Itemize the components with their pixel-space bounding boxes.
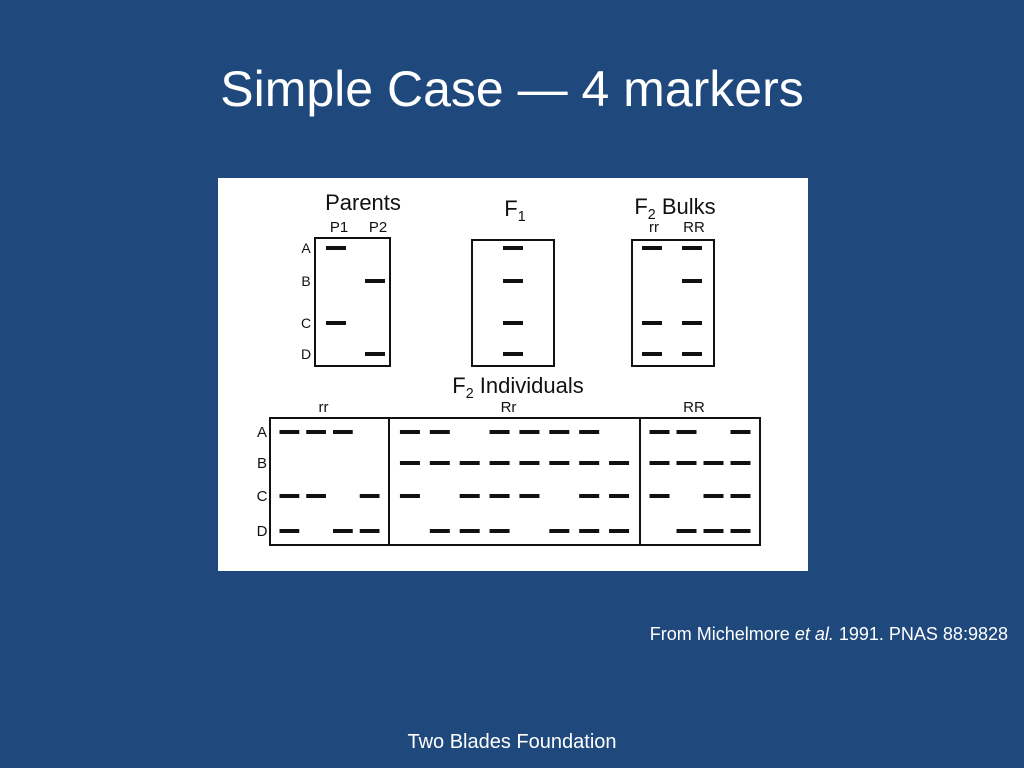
individual-band: [579, 461, 600, 465]
individual-band: [649, 430, 670, 434]
citation-italic: et al.: [794, 624, 834, 644]
bulk-band: [682, 321, 702, 325]
f1-band: [503, 321, 523, 325]
individual-band: [429, 529, 450, 533]
bulk-lane-label-rr: rr: [649, 219, 659, 236]
individual-band: [359, 494, 380, 498]
individual-band: [549, 529, 570, 533]
bulk-band: [642, 246, 662, 250]
individual-band: [306, 430, 326, 434]
individual-band: [279, 529, 300, 533]
parent-band: [365, 352, 385, 356]
individual-band: [609, 494, 630, 498]
footer: Two Blades Foundation: [407, 731, 617, 753]
parents-box: [314, 237, 391, 367]
individual-band: [703, 529, 724, 533]
individual-band: [359, 529, 380, 533]
bulk-band: [682, 246, 702, 250]
individual-band: [489, 529, 510, 533]
parent-band: [326, 321, 346, 325]
f1-band: [503, 279, 523, 283]
individual-band: [489, 494, 510, 498]
individual-band: [519, 461, 540, 465]
f2-bulks-title: F2 Bulks: [634, 194, 715, 223]
individual-band: [489, 430, 510, 434]
parent-lane-label-p1: P1: [330, 219, 348, 236]
group-label-rr: rr: [319, 399, 329, 416]
f2-individuals-box: [269, 417, 761, 546]
individual-band: [399, 430, 420, 434]
marker-label-a: A: [301, 240, 311, 256]
individual-band: [489, 461, 510, 465]
individual-band: [649, 494, 670, 498]
individual-band: [703, 461, 724, 465]
individual-band: [579, 529, 600, 533]
individual-band: [519, 430, 540, 434]
individual-band: [306, 494, 326, 498]
citation-prefix: From Michelmore: [649, 624, 795, 644]
f1-box: [471, 239, 555, 367]
individual-band: [609, 529, 630, 533]
slide-title: Simple Case — 4 markers: [220, 61, 804, 117]
bulk-band: [642, 321, 662, 325]
individual-marker-label-a: A: [257, 424, 267, 441]
individual-band: [609, 461, 630, 465]
citation-suffix: 1991. PNAS 88:9828: [833, 624, 1008, 644]
individual-band: [549, 430, 570, 434]
individual-band: [579, 430, 600, 434]
bulk-band: [642, 352, 662, 356]
individual-band: [676, 529, 697, 533]
individual-marker-label-c: C: [257, 488, 268, 505]
individual-band: [333, 430, 353, 434]
individual-marker-label-d: D: [257, 523, 268, 540]
parents-title: Parents: [325, 190, 401, 215]
individual-band: [579, 494, 600, 498]
individual-band: [703, 494, 724, 498]
citation: From Michelmore et al. 1991. PNAS 88:982…: [650, 624, 1008, 645]
parent-band: [326, 246, 346, 250]
individual-band: [279, 430, 300, 434]
individual-band: [399, 494, 420, 498]
bulk-band: [682, 279, 702, 283]
f2-bulks-box: [631, 239, 715, 367]
individual-band: [730, 494, 751, 498]
individual-band: [279, 494, 300, 498]
individual-band: [429, 461, 450, 465]
individual-band: [459, 461, 480, 465]
individual-band: [549, 461, 570, 465]
group-label-rr: RR: [683, 399, 705, 416]
group-label-rr: Rr: [501, 399, 517, 416]
individual-band: [649, 461, 670, 465]
individual-band: [676, 461, 697, 465]
bulk-lane-label-rr: RR: [683, 219, 705, 236]
individual-band: [459, 494, 480, 498]
individual-band: [730, 461, 751, 465]
marker-label-d: D: [301, 346, 311, 362]
f1-band: [503, 246, 523, 250]
individual-marker-label-b: B: [257, 455, 267, 472]
f1-title: F1: [504, 196, 525, 225]
individual-band: [519, 494, 540, 498]
individual-band: [333, 529, 353, 533]
parent-band: [365, 279, 385, 283]
individual-band: [429, 430, 450, 434]
individual-band: [459, 529, 480, 533]
bulk-band: [682, 352, 702, 356]
marker-label-b: B: [301, 273, 310, 289]
individual-band: [730, 430, 751, 434]
individual-band: [676, 430, 697, 434]
individual-band: [730, 529, 751, 533]
marker-label-c: C: [301, 315, 311, 331]
f2-individuals-title: F2 Individuals: [452, 373, 583, 402]
f1-band: [503, 352, 523, 356]
parent-lane-label-p2: P2: [369, 219, 387, 236]
individual-band: [399, 461, 420, 465]
